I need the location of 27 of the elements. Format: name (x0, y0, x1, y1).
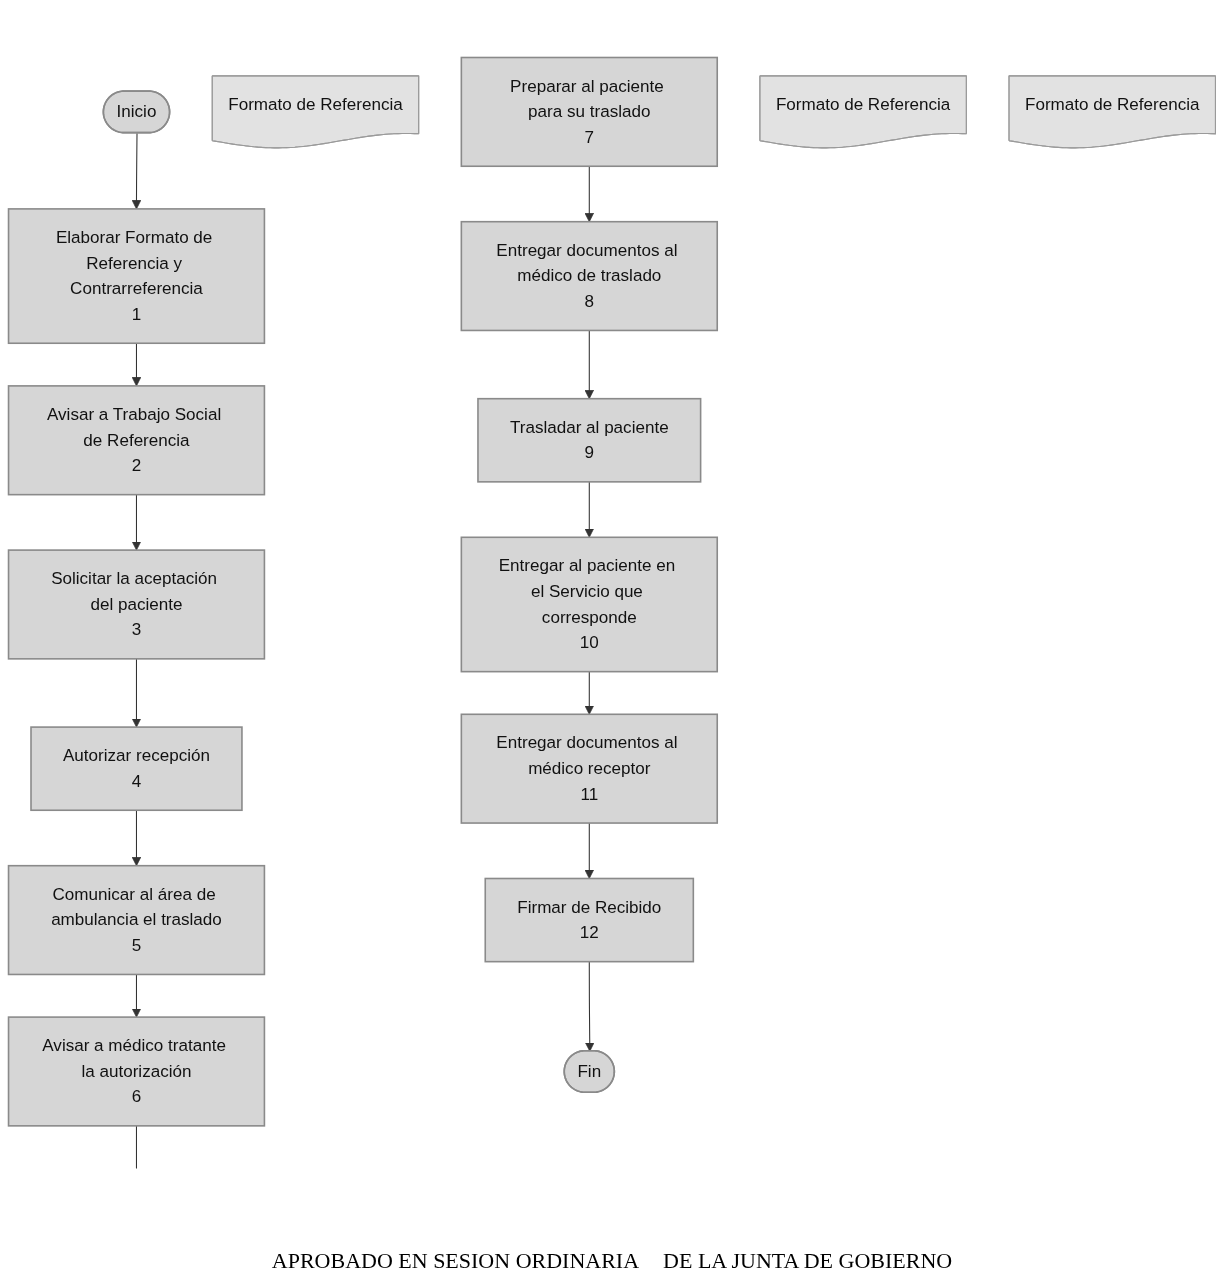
arrow (131, 342, 142, 387)
node-box: Trasladar al paciente 9 (477, 397, 702, 483)
stamp-text: APROBADO EN SESION ORDINARIA (271, 1248, 640, 1274)
node-box: Solicitar la aceptación del paciente 3 (7, 549, 266, 660)
node-box: Entregar al paciente en el Servicio que corresponde 10 (460, 536, 719, 673)
arrow (584, 481, 594, 538)
connector (135, 1125, 137, 1170)
node-box: Elaborar Formato de Referencia y Contrarreferencia 1 (7, 208, 266, 345)
arrow (131, 973, 142, 1018)
arrow (584, 329, 594, 400)
node-box: Avisar a Trabajo Social de Referencia 2 (7, 385, 266, 496)
arrow (131, 494, 142, 551)
arrow (584, 165, 594, 223)
arrow (131, 132, 142, 210)
node-box: Firmar de Recibido 12 (484, 877, 695, 963)
node-box: Autorizar recepción 4 (30, 726, 243, 812)
arrow (584, 671, 594, 715)
node-box: Avisar a médico tratante la autorización 6 (7, 1016, 266, 1127)
arrow (131, 658, 142, 728)
node-box: Comunicar al área de ambulancia el traslado 5 (7, 864, 266, 976)
node-box: Preparar al paciente para su traslado 7 (460, 56, 719, 168)
node-box: Entregar documentos al médico receptor 11 (460, 713, 719, 824)
arrow (585, 961, 595, 1052)
arrow (584, 822, 594, 879)
node-box: Entregar documentos al médico de traslado 8 (460, 220, 719, 332)
stamp-text: DE LA JUNTA DE GOBIERNO (663, 1248, 953, 1274)
arrow (131, 809, 142, 867)
